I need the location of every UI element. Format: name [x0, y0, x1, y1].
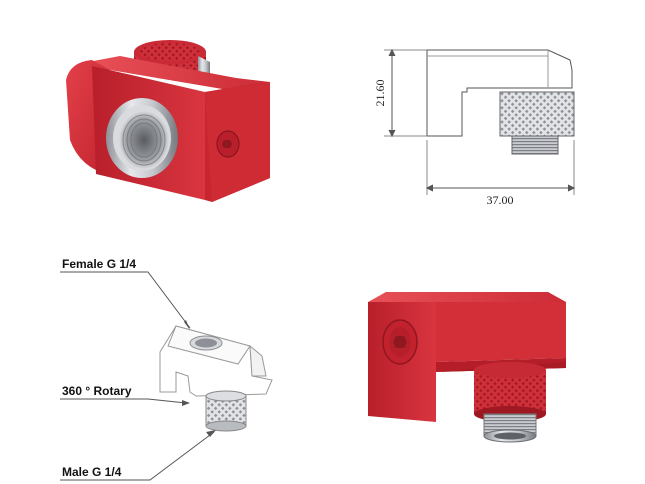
- callout-male-thread: Male G 1/4: [62, 465, 122, 479]
- callout-diagram: [60, 271, 273, 481]
- callout-female-thread: Female G 1/4: [62, 257, 136, 271]
- width-dimension-label: 37.00: [487, 193, 514, 207]
- fitting-render-front: [66, 40, 270, 202]
- height-dimension-label: 21.60: [373, 80, 387, 107]
- technical-drawing: [384, 48, 576, 195]
- fitting-render-back: [368, 292, 566, 443]
- callout-rotary: 360 ° Rotary: [62, 384, 132, 398]
